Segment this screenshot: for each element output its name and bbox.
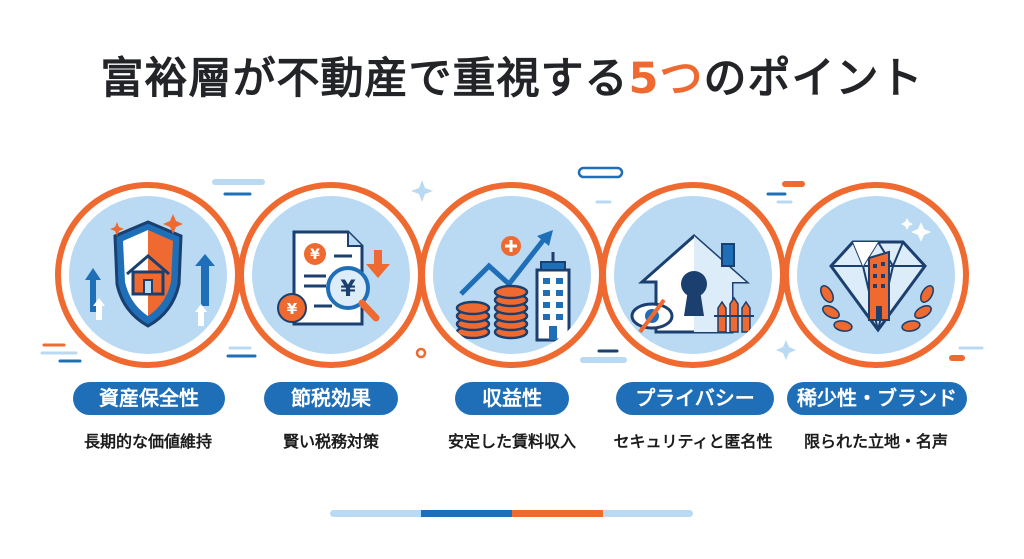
privacy-house-keyhole-icon <box>630 233 754 334</box>
income-growth-icon <box>455 230 571 342</box>
point-1-label: 資産保全性 <box>73 382 225 415</box>
point-4-label: プライバシー <box>616 382 774 415</box>
point-3-label: 収益性 <box>455 382 569 415</box>
title-accent: 5つ <box>628 54 704 104</box>
progress-segment-3 <box>512 510 603 517</box>
diamond-building-icon <box>820 218 934 333</box>
point-5-description: 限られた立地・名声 <box>803 432 948 451</box>
point-1-circle <box>55 182 241 368</box>
svg-text:¥: ¥ <box>287 300 298 318</box>
svg-text:¥: ¥ <box>310 247 320 263</box>
point-5-label: 稀少性・ブランド <box>787 382 967 415</box>
shield-house-icon <box>85 214 215 328</box>
progress-segment-2 <box>421 510 512 517</box>
point-1-description: 長期的な価値維持 <box>83 432 212 451</box>
point-5-circle <box>783 182 969 368</box>
point-4-description: セキュリティと匿名性 <box>613 432 773 451</box>
point-2-description: 賢い税務対策 <box>282 432 379 451</box>
point-3-description: 安定した賃料収入 <box>447 432 576 451</box>
title-prefix: 富裕層が不動産で重視する <box>100 54 629 104</box>
point-2-circle: ¥ ¥ ¥ <box>238 182 424 368</box>
svg-text:¥: ¥ <box>340 277 356 302</box>
point-3-circle <box>419 182 605 368</box>
progress-bar <box>330 510 693 517</box>
point-2-label: 節税効果 <box>264 382 398 415</box>
progress-segment-1 <box>330 510 421 517</box>
tax-document-yen-icon: ¥ ¥ ¥ <box>277 230 390 326</box>
title-suffix: のポイント <box>703 54 924 104</box>
progress-segment-4 <box>603 510 693 517</box>
page-title: 富裕層が不動産で重視する5つのポイント <box>0 44 1024 106</box>
point-4-circle <box>600 182 786 368</box>
